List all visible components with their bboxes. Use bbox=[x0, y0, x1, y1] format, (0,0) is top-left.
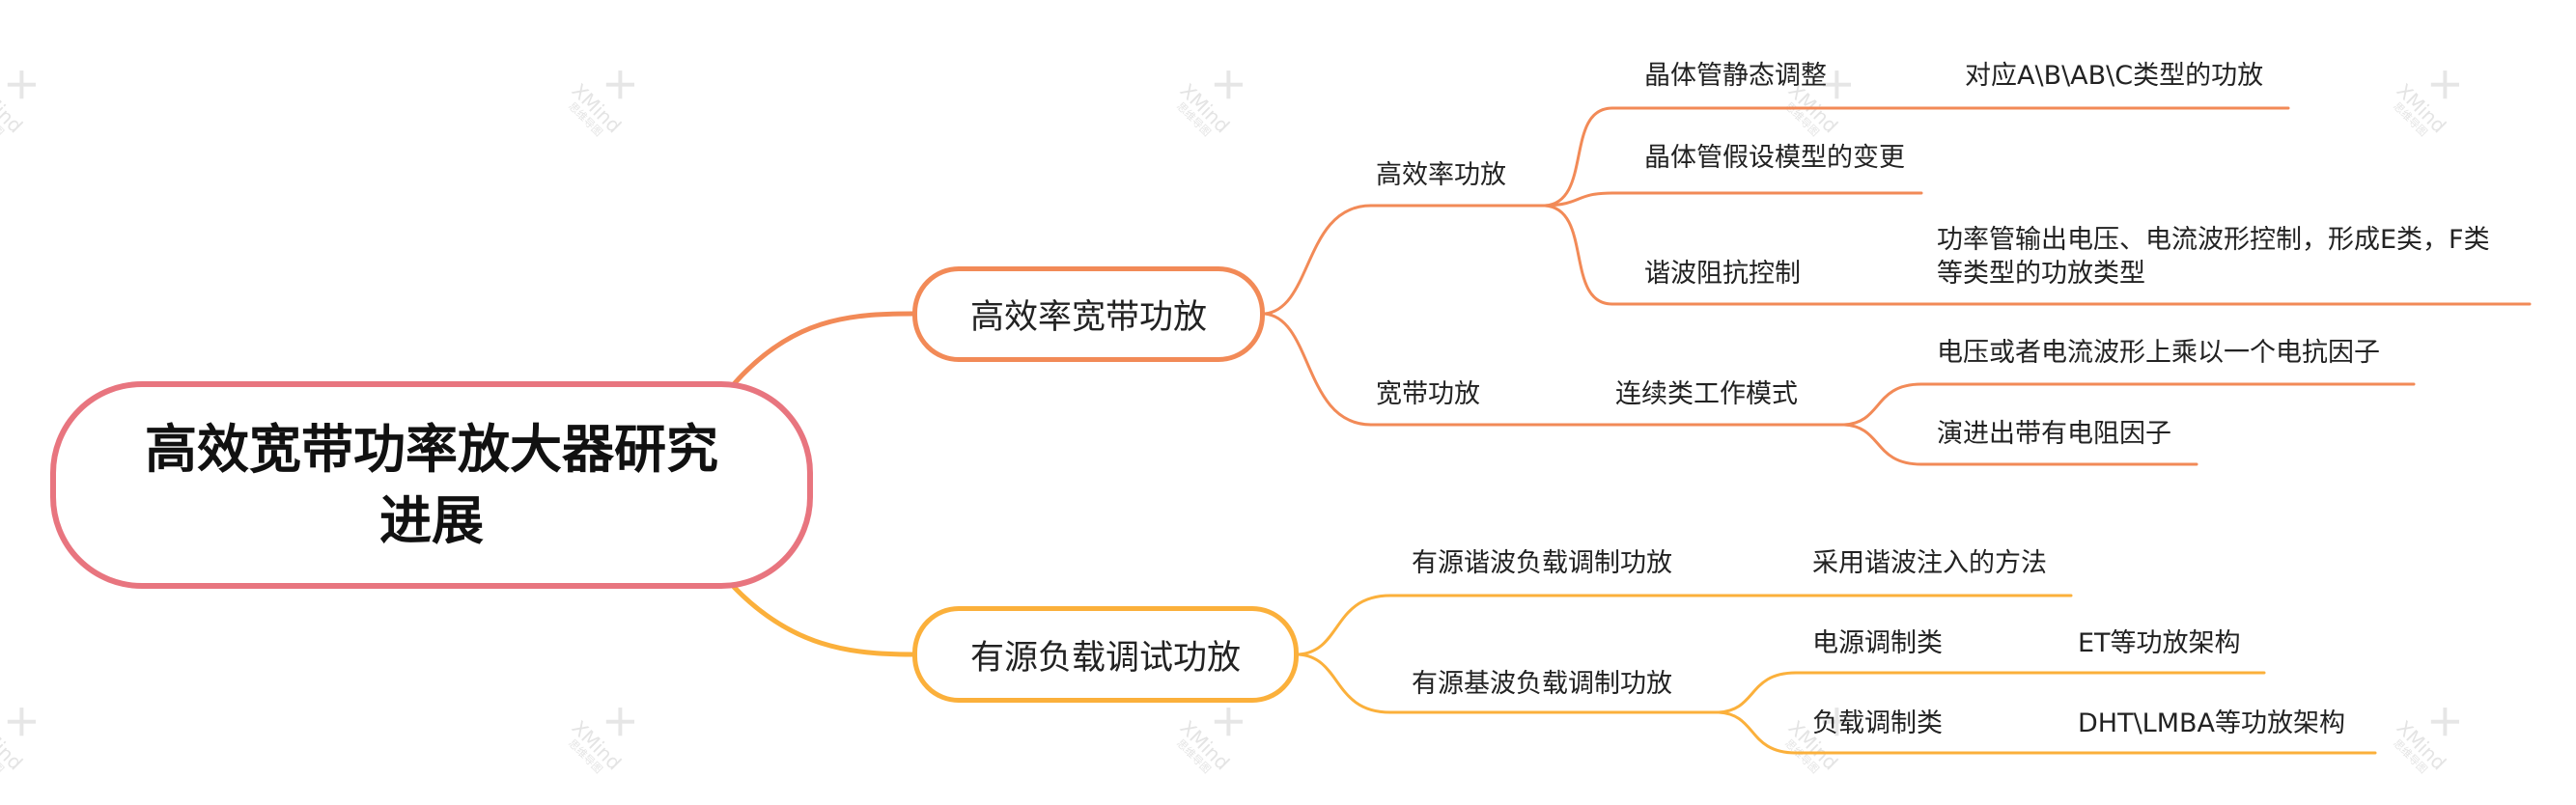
subtopic-continuous-mode[interactable]: 连续类工作模式 bbox=[1615, 379, 1798, 409]
subtopic-broadband[interactable]: 宽带功放 bbox=[1376, 379, 1480, 409]
main-topic-active-load[interactable]: 有源负载调试功放 bbox=[912, 606, 1299, 703]
connector-fundamental-supply bbox=[1717, 671, 1798, 714]
connector-continuous-resist bbox=[1842, 423, 1923, 466]
note-et-architecture[interactable]: ET等功放架构 bbox=[2078, 628, 2241, 658]
connector-continuous-factor bbox=[1842, 382, 1923, 427]
connector-higheff-static bbox=[1543, 106, 1614, 208]
note-transistor-static[interactable]: 对应A\B\AB\C类型的功放 bbox=[1965, 61, 2264, 91]
subtopic-load-mod[interactable]: 负载调制类 bbox=[1812, 708, 1943, 738]
central-topic-label: 高效宽带功率放大器研究进展 bbox=[145, 418, 718, 551]
connector-higheff-harmonic bbox=[1543, 204, 1614, 306]
connector-fundamental-load bbox=[1717, 710, 1798, 755]
main-topic-label: 有源负载调试功放 bbox=[969, 638, 1241, 678]
subtopic-harmonic-impedance[interactable]: 谐波阻抗控制 bbox=[1644, 259, 1801, 289]
connector-t1-broadband bbox=[1263, 312, 1373, 427]
main-topic-label: 高效率宽带功放 bbox=[969, 298, 1207, 337]
subtopic-harmonic-load-mod[interactable]: 有源谐波负载调制功放 bbox=[1412, 548, 1672, 578]
note-reactance-factor[interactable]: 电压或者电流波形上乘以一个电抗因子 bbox=[1937, 338, 2380, 368]
note-resistance-factor[interactable]: 演进出带有电阻因子 bbox=[1937, 419, 2171, 449]
connector-t1-higheff bbox=[1263, 204, 1373, 316]
central-topic[interactable]: 高效宽带功率放大器研究进展 bbox=[50, 381, 813, 589]
subtopic-transistor-model[interactable]: 晶体管假设模型的变更 bbox=[1644, 143, 1905, 173]
subtopic-fundamental-load-mod[interactable]: 有源基波负载调制功放 bbox=[1412, 669, 1672, 699]
connector-central-t2 bbox=[731, 584, 915, 657]
note-dht-lmba-architecture[interactable]: DHT\LMBA等功放架构 bbox=[2078, 708, 2346, 738]
note-harmonic-injection[interactable]: 采用谐波注入的方法 bbox=[1812, 548, 2047, 578]
subtopic-transistor-static[interactable]: 晶体管静态调整 bbox=[1644, 61, 1827, 91]
subtopic-supply-mod[interactable]: 电源调制类 bbox=[1812, 628, 1943, 658]
connector-t2-harmonic bbox=[1297, 594, 1392, 656]
connector-t2-fundamental bbox=[1297, 652, 1392, 714]
note-harmonic-impedance-line1[interactable]: 功率管输出电压、电流波形控制，形成E类，F类 bbox=[1937, 225, 2490, 255]
main-topic-high-efficiency-broadband[interactable]: 高效率宽带功放 bbox=[912, 266, 1265, 362]
connector-higheff-model bbox=[1543, 191, 1614, 208]
subtopic-high-efficiency[interactable]: 高效率功放 bbox=[1376, 160, 1506, 190]
connector-central-t1 bbox=[731, 311, 915, 387]
note-harmonic-impedance-line2[interactable]: 等类型的功放类型 bbox=[1937, 259, 2145, 289]
